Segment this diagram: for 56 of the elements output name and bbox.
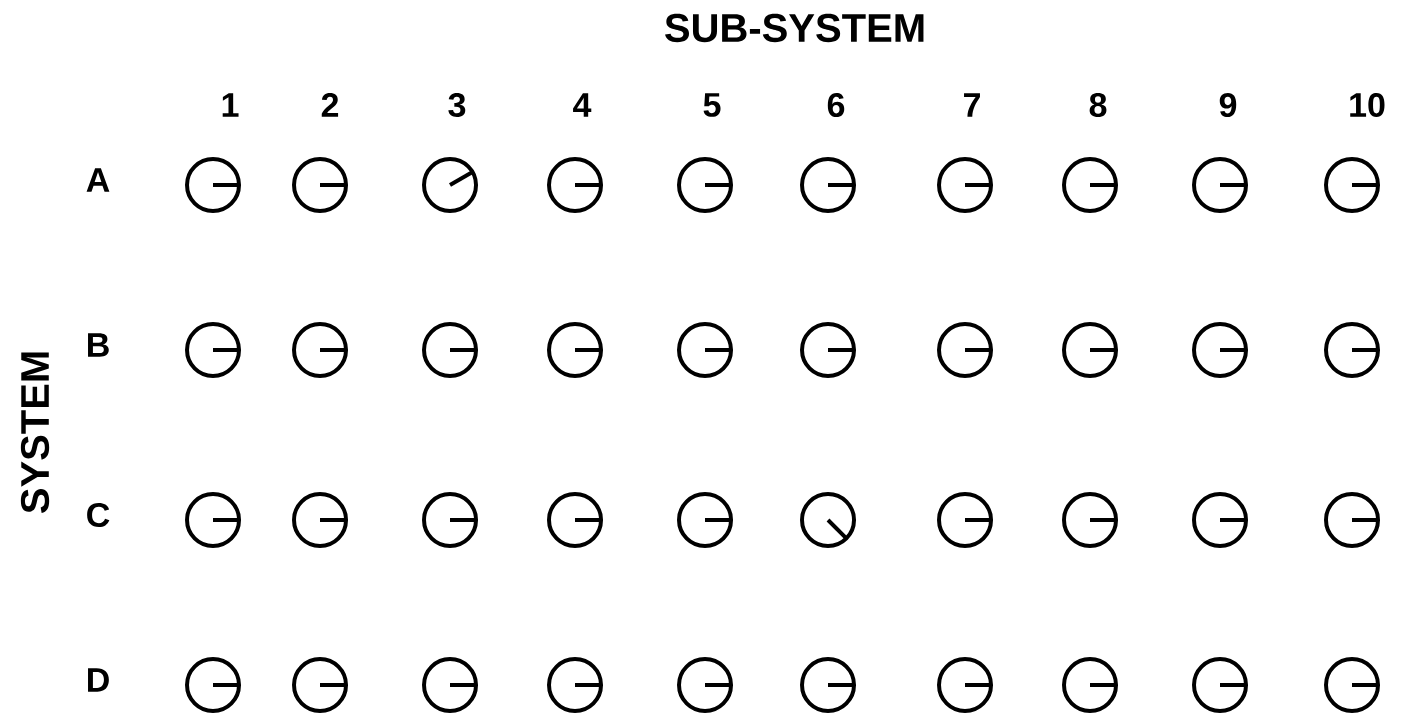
column-number: 3	[448, 92, 466, 118]
gauge-dial	[1192, 157, 1248, 213]
gauge-dial	[937, 492, 993, 548]
column-number: 7	[964, 93, 980, 117]
gauge-dial	[800, 157, 856, 213]
gauge-dial	[937, 322, 993, 378]
gauge-dial	[1192, 492, 1248, 548]
gauge-dial	[547, 157, 603, 213]
column-number: 5	[703, 93, 721, 117]
gauge-dial	[1062, 157, 1118, 213]
gauge-dial	[677, 657, 733, 713]
gauge-dial	[1062, 322, 1118, 378]
row-letter: D	[88, 668, 109, 692]
row-letter: A	[86, 168, 110, 192]
column-number: 6	[827, 92, 845, 118]
column-number: 4	[573, 93, 592, 117]
column-number: 1	[222, 93, 239, 117]
gauge-dial	[1062, 492, 1118, 548]
gauge-dial	[1192, 657, 1248, 713]
gauge-dial	[677, 322, 733, 378]
gauge-dial	[800, 657, 856, 713]
gauge-dial	[800, 322, 856, 378]
gauge-dial	[937, 157, 993, 213]
gauge-dial	[422, 657, 478, 713]
column-number: 9	[1219, 92, 1237, 118]
gauge-dial	[547, 657, 603, 713]
gauge-dial	[1062, 657, 1118, 713]
gauge-dial	[185, 157, 241, 213]
gauge-dial	[1324, 322, 1380, 378]
gauge-dial	[185, 322, 241, 378]
gauge-dial	[422, 157, 478, 213]
row-letter: B	[88, 333, 109, 357]
gauge-dial	[1324, 657, 1380, 713]
gauge-dial	[1324, 492, 1380, 548]
gauge-dial	[292, 322, 348, 378]
gauge-dial	[292, 157, 348, 213]
gauge-dial	[185, 492, 241, 548]
gauge-dial	[800, 492, 856, 548]
row-letter: C	[87, 502, 110, 528]
gauge-dial	[937, 657, 993, 713]
gauge-dial	[1192, 322, 1248, 378]
gauge-dial	[1324, 157, 1380, 213]
gauge-dial	[677, 492, 733, 548]
column-number: 2	[321, 93, 339, 117]
gauge-dial	[547, 322, 603, 378]
axis-label: SYSTEM	[20, 352, 50, 514]
gauge-dial	[677, 157, 733, 213]
gauge-dial	[292, 657, 348, 713]
column-number: 10	[1350, 92, 1385, 118]
gauge-dial	[422, 322, 478, 378]
gauge-dial	[185, 657, 241, 713]
gauge-dial	[292, 492, 348, 548]
column-number: 8	[1089, 92, 1107, 118]
gauge-dial	[547, 492, 603, 548]
gauge-dial	[422, 492, 478, 548]
title: SUB-SYSTEM	[665, 13, 924, 43]
